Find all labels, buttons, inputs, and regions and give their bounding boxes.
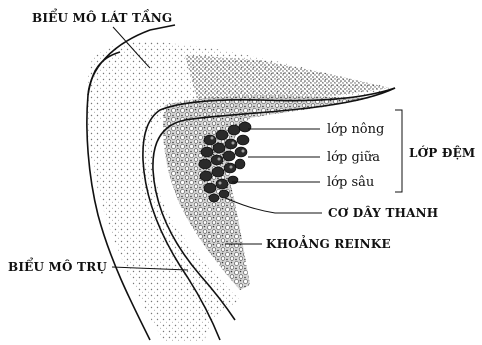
- label-deep-layer: lớp sâu: [327, 175, 374, 190]
- lamina-propria-bracket: [395, 110, 402, 192]
- label-superficial-layer: lớp nông: [327, 122, 384, 137]
- label-lamina-propria: LỚP ĐỆM: [409, 144, 475, 160]
- label-reinke-space: KHOẢNG REINKE: [266, 234, 391, 251]
- label-columnar-epithelium: BIỂU MÔ TRỤ: [8, 256, 107, 274]
- leader-vocal-muscle: [225, 198, 322, 213]
- label-intermediate-layer: lớp giữa: [327, 150, 380, 165]
- label-squamous-epithelium: BIỂU MÔ LÁT TẦNG: [32, 7, 172, 25]
- label-vocal-muscle: CƠ DÂY THANH: [328, 205, 438, 220]
